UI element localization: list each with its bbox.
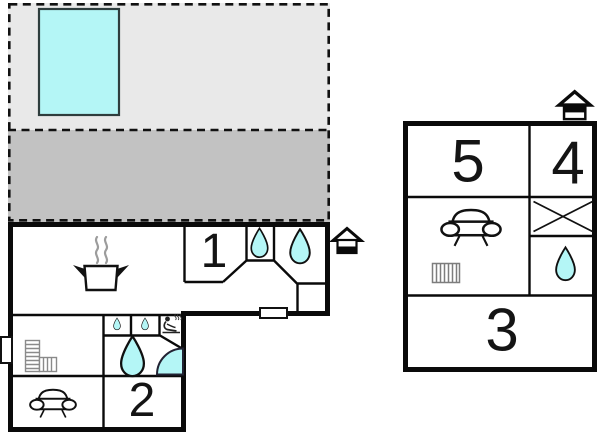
pool <box>37 7 121 117</box>
room-4-label: 4 <box>551 129 585 197</box>
house-upper-icon <box>554 89 595 121</box>
pot-handle-left <box>73 265 85 278</box>
ground-floor-inner-walls <box>11 222 328 429</box>
pot-handle-right <box>117 265 129 278</box>
upper-floor-outer-walls <box>403 121 597 372</box>
room-3-label: 3 <box>485 296 519 364</box>
upper-floor-inner-walls <box>405 123 595 297</box>
terrace-lower-surface <box>8 130 330 222</box>
steam-icon <box>94 235 109 265</box>
stairs-icon <box>24 339 58 373</box>
pot-body <box>83 264 119 292</box>
window-bottom-icon <box>259 307 288 319</box>
shower-tray-icon <box>155 347 184 376</box>
window-left-icon <box>0 336 13 364</box>
house-ground-icon <box>328 226 366 255</box>
person-washing-icon <box>162 313 182 334</box>
room-5-label: 5 <box>451 127 485 195</box>
radiator-icon <box>431 262 461 284</box>
terrace-dashed-border <box>8 3 330 222</box>
room-1-label: 1 <box>200 225 228 279</box>
kitchen-pot-icon <box>73 235 129 292</box>
terrace-area <box>8 3 330 222</box>
stair-void-x-icon <box>533 200 593 233</box>
room-2-label: 2 <box>128 374 156 428</box>
ground-floor-building <box>0 222 366 432</box>
upper-floor-building <box>403 89 597 372</box>
